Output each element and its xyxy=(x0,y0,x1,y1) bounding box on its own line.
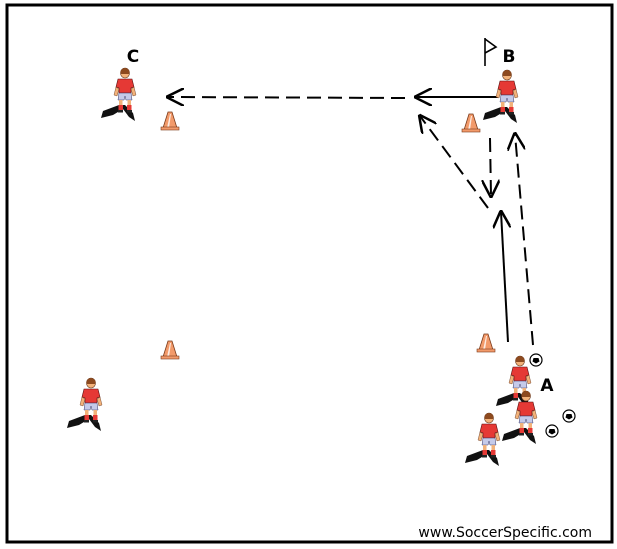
dashed-pass-arrow-down xyxy=(490,137,491,196)
label-c: C xyxy=(127,47,139,67)
run-arrow-a-up xyxy=(501,212,508,343)
label-b: B xyxy=(503,47,516,67)
flag-icon xyxy=(484,38,498,66)
dashed-pass-arrow-diagonal xyxy=(420,116,489,209)
label-a: A xyxy=(540,376,554,396)
ball-icon xyxy=(529,353,543,367)
dashed-pass-arrow-a-to-b xyxy=(515,134,534,346)
field-border xyxy=(5,3,614,544)
ball-icon xyxy=(545,424,559,438)
website-footer: www.SoccerSpecific.com xyxy=(418,525,592,541)
dashed-pass-arrow-to-c xyxy=(168,97,406,98)
ball-icon xyxy=(562,409,576,423)
